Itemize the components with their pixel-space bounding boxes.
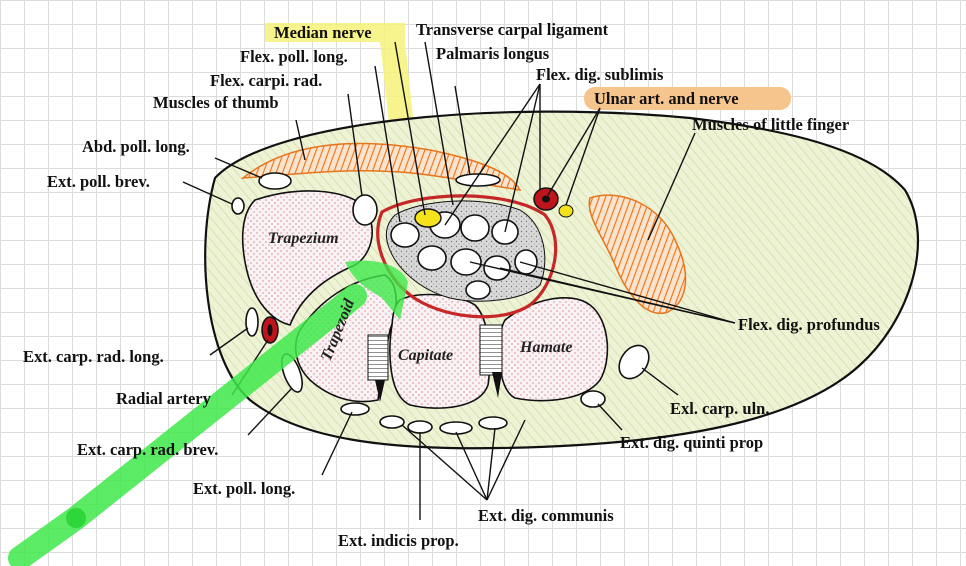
trapezium-bone	[241, 190, 373, 326]
label-ext-carp-rad-long: Ext. carp. rad. long.	[23, 347, 164, 366]
label-flex-carpi-rad: Flex. carpi. rad.	[210, 71, 322, 90]
label-exl-carp-uln: Exl. carp. uln.	[670, 399, 769, 418]
palmaris-longus-tendon	[455, 173, 501, 187]
little-finger-muscles	[588, 194, 687, 315]
leader-lines	[182, 41, 736, 520]
label-ulnar-art-nerve: Ulnar art. and nerve	[594, 89, 739, 108]
label-ext-poll-long: Ext. poll. long.	[193, 479, 295, 498]
bone-label-hamate: Hamate	[519, 339, 572, 356]
label-abd-poll-long: Abd. poll. long.	[82, 137, 190, 156]
tendon-ext-poll-brev	[231, 197, 245, 215]
ulnar-artery-lumen	[542, 195, 550, 203]
median-nerve	[414, 208, 442, 228]
radial-artery-lumen	[267, 324, 273, 336]
label-transverse-carpal-ligament: Transverse carpal ligament	[416, 20, 609, 39]
joint-trapezoid-capitate	[367, 334, 389, 381]
thumb-muscles	[240, 142, 522, 191]
label-radial-artery: Radial artery	[116, 389, 212, 408]
tendon-fpl	[390, 222, 420, 248]
label-median-nerve: Median nerve	[274, 23, 372, 42]
tendon-ext-indicis	[379, 415, 405, 429]
label-palmaris-longus: Palmaris longus	[436, 44, 550, 63]
label-muscles-little-finger: Muscles of little finger	[692, 115, 849, 134]
green-arrow	[8, 260, 408, 566]
tendon-ext-dig-quinti	[580, 390, 606, 408]
label-muscles-of-thumb: Muscles of thumb	[153, 93, 279, 112]
joint-wedge-2	[492, 372, 502, 398]
label-ext-carp-rad-brev: Ext. carp. rad. brev.	[77, 440, 218, 459]
label-ext-dig-communis: Ext. dig. communis	[478, 506, 614, 525]
label-ext-poll-brev: Ext. poll. brev.	[47, 172, 150, 191]
ulnar-nerve	[558, 204, 574, 218]
label-flex-poll-long: Flex. poll. long.	[240, 47, 348, 66]
joint-wedge-1	[375, 380, 385, 402]
ulnar-label-highlight	[584, 87, 791, 110]
tendon-abd-poll-long	[258, 172, 292, 190]
tendon-ext-carp-rad-long	[245, 307, 259, 337]
bone-label-trapezium: Trapezium	[268, 230, 339, 247]
joint-capitate-hamate	[479, 324, 503, 376]
tendon-fcr	[352, 194, 378, 226]
tendon-ext-poll-long	[340, 402, 370, 416]
label-flex-dig-profundus: Flex. dig. profundus	[738, 315, 880, 334]
capitate-bone	[389, 293, 491, 409]
label-ext-indicis-prop: Ext. indicis prop.	[338, 531, 459, 550]
flexor-tendons	[352, 194, 538, 300]
arrow-tail-dot	[66, 508, 86, 528]
label-ext-dig-quinti-prop: Ext. dig. quinti prop	[620, 433, 763, 452]
label-flex-dig-sublimis: Flex. dig. sublimis	[536, 65, 664, 84]
bone-label-capitate: Capitate	[398, 347, 453, 364]
extensor-tendons	[231, 172, 650, 435]
